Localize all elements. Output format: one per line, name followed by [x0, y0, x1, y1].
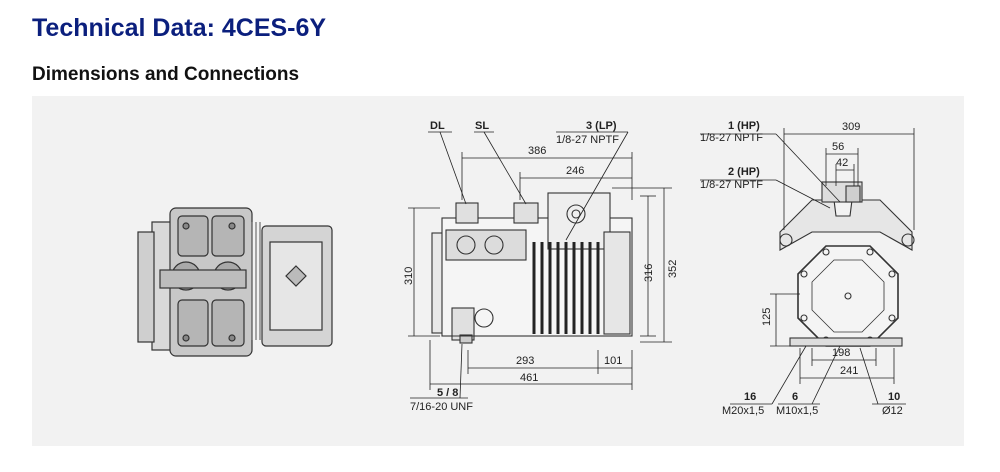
label-10-dia: Ø12: [882, 405, 903, 417]
label-16-thread: M20x1,5: [722, 405, 764, 417]
label-hp2-thread: 1/8-27 NPTF: [700, 179, 763, 191]
dim-198: 198: [832, 347, 850, 359]
dim-316: 316: [643, 264, 655, 282]
label-16-code: 16: [744, 391, 756, 403]
label-hp2-code: 2 (HP): [728, 166, 760, 178]
page-subtitle: Dimensions and Connections: [32, 64, 300, 85]
label-10-code: 10: [888, 391, 900, 403]
label-dl: DL: [430, 120, 445, 132]
top-view: [137, 207, 333, 357]
dim-241: 241: [840, 365, 858, 377]
label-lp-thread: 1/8-27 NPTF: [556, 134, 619, 146]
drawing-labels: DL SL 3 (LP) 1/8-27 NPTF 386 246 310 316…: [403, 120, 903, 417]
front-dimension-lines: [700, 128, 915, 405]
dim-101: 101: [604, 355, 622, 367]
side-dimension-lines: [408, 131, 672, 399]
dim-56: 56: [832, 141, 844, 153]
label-58-code: 5 / 8: [437, 387, 458, 399]
dim-310: 310: [403, 267, 415, 285]
dim-352: 352: [667, 260, 679, 278]
label-58-thread: 7/16-20 UNF: [410, 401, 473, 413]
dim-461: 461: [520, 372, 538, 384]
label-lp-code: 3 (LP): [586, 120, 617, 132]
dim-42: 42: [836, 157, 848, 169]
label-hp1-thread: 1/8-27 NPTF: [700, 132, 763, 144]
dim-386: 386: [528, 145, 546, 157]
page-title: Technical Data: 4CES-6Y: [32, 14, 327, 42]
dim-246: 246: [566, 165, 584, 177]
label-6-code: 6: [792, 391, 798, 403]
label-sl: SL: [475, 120, 489, 132]
label-6-thread: M10x1,5: [776, 405, 818, 417]
label-hp1-code: 1 (HP): [728, 120, 760, 132]
dim-309: 309: [842, 121, 860, 133]
dim-125: 125: [761, 308, 773, 326]
front-view: [779, 181, 915, 347]
side-view: [431, 192, 633, 344]
dim-293: 293: [516, 355, 534, 367]
